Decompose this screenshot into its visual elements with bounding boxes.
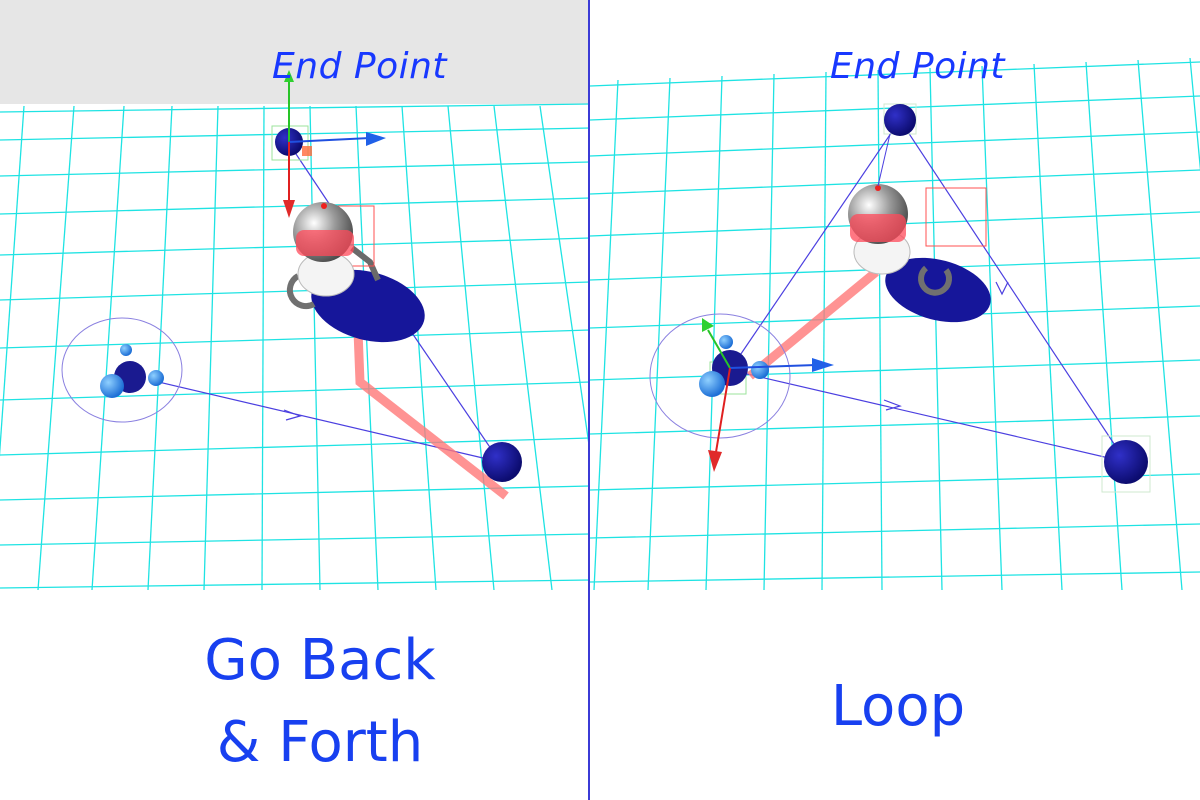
caption-line-1: Loop (830, 674, 966, 739)
waypoint-sphere-icon[interactable] (1101, 435, 1151, 493)
panel-go-back-and-forth: End Point Go Back & Forth (0, 0, 590, 800)
panel-divider (588, 0, 590, 800)
end-point-label: End Point (272, 46, 448, 87)
floor-grid (0, 103, 590, 590)
motion-trail (747, 268, 879, 380)
floor-grid (590, 57, 1200, 590)
robot-figure[interactable] (848, 133, 998, 333)
sky-area (0, 0, 590, 108)
panel-loop: End Point Loop (590, 0, 1200, 800)
ground-plane (0, 104, 590, 590)
translate-gizmo-icon[interactable] (702, 318, 834, 472)
end-point-label: End Point (830, 46, 1006, 87)
mode-caption-loop: Loop (593, 666, 1200, 748)
translate-gizmo-icon[interactable] (283, 70, 386, 218)
robot-figure[interactable] (286, 202, 433, 354)
scene-viewport-right[interactable] (590, 0, 1200, 590)
scene-viewport-left[interactable] (0, 0, 590, 590)
caption-line-2: & Forth (216, 710, 424, 775)
start-node-icon[interactable] (61, 317, 183, 423)
path-line (729, 119, 1127, 463)
waypoint-sphere-icon[interactable] (482, 442, 522, 482)
waypoint-sphere-icon[interactable] (883, 103, 917, 136)
mode-caption-back-and-forth: Go Back & Forth (25, 620, 590, 784)
caption-line-1: Go Back (204, 628, 436, 693)
